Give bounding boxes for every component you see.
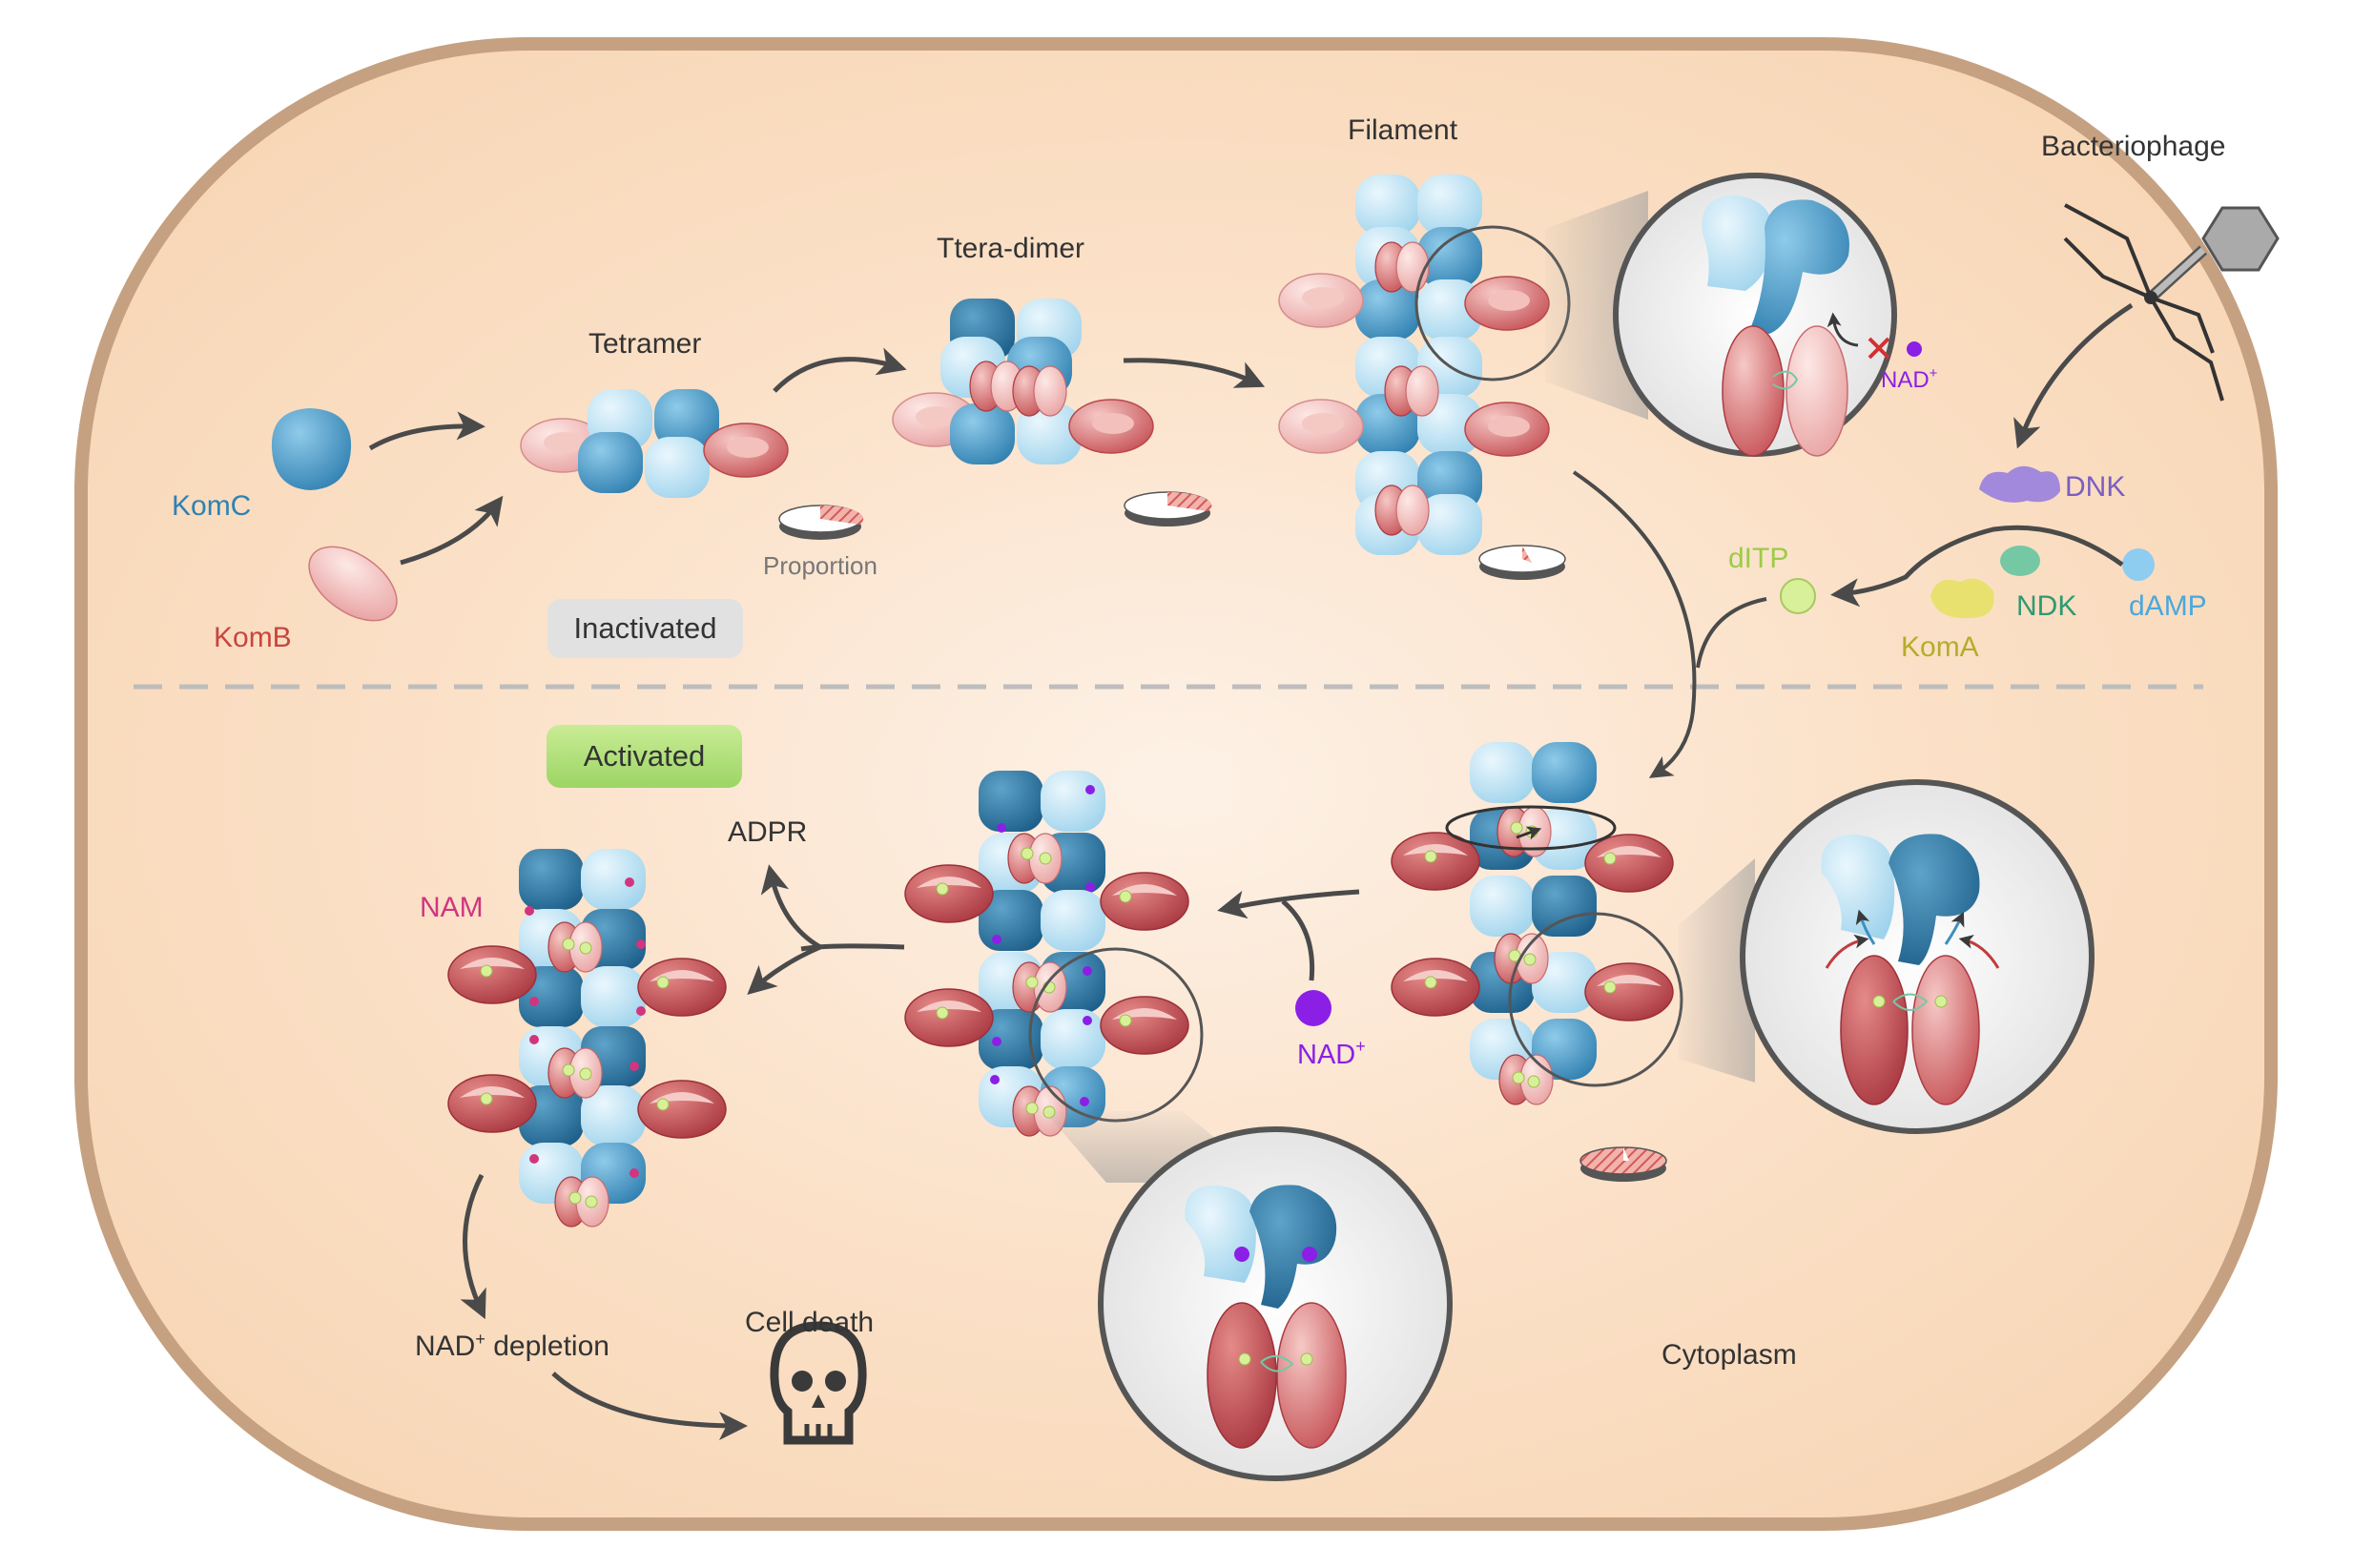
koma-label: KomA bbox=[1901, 631, 1979, 663]
proportion-disc-activated bbox=[1579, 1146, 1667, 1182]
bacteriophage-icon bbox=[2063, 203, 2280, 402]
nad-top-label: NAD+ bbox=[1881, 365, 1938, 393]
arrow-activated-to-nadbound bbox=[1217, 889, 1360, 919]
filament-nam-released bbox=[447, 849, 727, 1228]
komb-label: KomB bbox=[214, 622, 292, 653]
rotation-ring bbox=[1445, 805, 1617, 851]
tetramer-label: Tetramer bbox=[588, 328, 702, 360]
dnk-label: DNK bbox=[2065, 471, 2126, 503]
filament-label: Filament bbox=[1348, 114, 1458, 146]
proportion-disc-tetramer bbox=[778, 505, 864, 540]
ndk-label: NDK bbox=[2016, 590, 2077, 622]
arrow-komc-to-tetramer bbox=[368, 411, 485, 451]
zoom-nadbound-detail bbox=[1098, 1126, 1453, 1481]
inactivated-badge: Inactivated bbox=[547, 599, 743, 658]
zoom-active-right-detail bbox=[1740, 779, 2095, 1134]
damp-molecule bbox=[2122, 548, 2155, 581]
arrow-to-nad-depletion bbox=[460, 1173, 486, 1320]
arrow-to-cell-death bbox=[551, 1372, 748, 1440]
cell-death-label: Cell death bbox=[745, 1307, 875, 1338]
arrow-to-adpr bbox=[760, 864, 822, 950]
nam-label: NAM bbox=[420, 892, 484, 923]
cytoplasm-label: Cytoplasm bbox=[1662, 1339, 1797, 1371]
nad-mid-label: NAD+ bbox=[1297, 1037, 1366, 1070]
ditp-molecule bbox=[1780, 578, 1816, 614]
nad-depletion-label: NAD+ depletion bbox=[415, 1330, 609, 1362]
arrow-phage-to-dnk bbox=[2013, 302, 2134, 449]
nad-molecule bbox=[1295, 990, 1331, 1026]
proportion-disc-filament bbox=[1478, 545, 1566, 580]
arrow-nad-join bbox=[1281, 899, 1315, 981]
ditp-label: dITP bbox=[1728, 543, 1789, 574]
arrow-tetramer-to-teradimer bbox=[773, 347, 907, 393]
komb-monomer bbox=[308, 546, 398, 622]
zoom-inactive-detail bbox=[1613, 173, 1922, 457]
arrow-to-branch bbox=[800, 943, 905, 952]
arrow-komb-to-tetramer bbox=[400, 495, 504, 566]
bacteriophage-label: Bacteriophage bbox=[2041, 131, 2226, 162]
skull-icon bbox=[770, 1321, 867, 1445]
arrow-damp-to-ditp bbox=[1830, 525, 2124, 608]
arrow-teradimer-to-filament bbox=[1123, 358, 1266, 388]
arrow-to-nam-filament bbox=[747, 944, 821, 996]
koma-protein bbox=[1930, 578, 1994, 619]
teradimer-label: Ttera-dimer bbox=[937, 233, 1085, 264]
arrow-ditp-join bbox=[1696, 597, 1767, 669]
ndk-protein bbox=[2000, 546, 2040, 576]
komc-label: KomC bbox=[172, 490, 252, 522]
activated-badge: Activated bbox=[547, 725, 742, 788]
arrow-filament-to-activated bbox=[1572, 470, 1697, 778]
filament-nad-bound bbox=[904, 771, 1189, 1137]
komc-monomer bbox=[271, 408, 352, 490]
damp-label: dAMP bbox=[2129, 590, 2207, 622]
proportion-label: Proportion bbox=[763, 551, 877, 580]
adpr-label: ADPR bbox=[728, 816, 808, 848]
dnk-protein bbox=[1979, 465, 2060, 503]
proportion-disc-teradimer bbox=[1124, 491, 1212, 526]
zoom-beam-right bbox=[1679, 858, 1755, 1083]
